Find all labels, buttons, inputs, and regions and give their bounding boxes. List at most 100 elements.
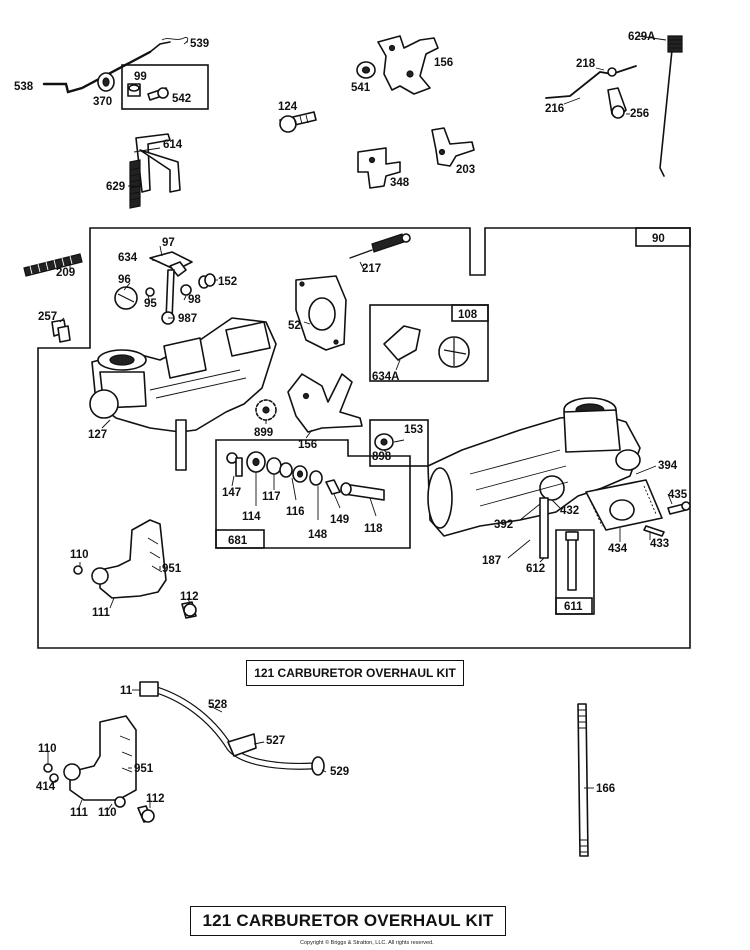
label-114: 114: [242, 511, 261, 523]
label-629A: 629A: [628, 31, 656, 43]
gear-899: [255, 399, 277, 421]
pin-433: [643, 525, 665, 537]
label-147: 147: [222, 487, 241, 499]
label-433: 433: [650, 538, 669, 550]
label-99: 99: [134, 71, 147, 83]
screw-112-bottom: [137, 805, 155, 823]
label-634: 634: [118, 252, 138, 264]
label-127: 127: [88, 429, 107, 441]
label-124: 124: [278, 101, 298, 113]
carburetor-overhaul-kit-label-large: 121 CARBURETOR OVERHAUL KIT: [190, 906, 506, 936]
stud-166: [577, 703, 589, 857]
label-629: 629: [106, 181, 125, 193]
label-11: 11: [120, 685, 133, 697]
governor-lever-156-top: [377, 35, 439, 95]
screw-124: [279, 111, 317, 133]
fuel-line-528: [139, 681, 325, 776]
label-370: 370: [93, 96, 112, 108]
box-681: [215, 439, 411, 549]
label-117: 117: [262, 491, 281, 503]
label-414: 414: [36, 781, 56, 793]
label-95: 95: [144, 298, 157, 310]
box-108: [369, 304, 489, 382]
bracket-951-top: [73, 519, 167, 599]
label-611: 611: [564, 601, 583, 613]
bracket-614-spring-629: [129, 133, 181, 209]
label-899: 899: [254, 427, 273, 439]
label-634A: 634A: [372, 371, 400, 383]
label-112-bottom: 112: [146, 793, 165, 805]
label-52: 52: [288, 320, 301, 332]
label-612: 612: [526, 563, 545, 575]
label-98: 98: [188, 294, 201, 306]
label-394: 394: [658, 460, 678, 472]
washer-370: [97, 72, 115, 92]
label-681: 681: [228, 535, 248, 547]
label-156-mid: 156: [298, 439, 317, 451]
label-538: 538: [14, 81, 34, 93]
label-118: 118: [364, 523, 383, 535]
screw-112-top: [181, 601, 197, 619]
label-216: 216: [545, 103, 564, 115]
label-542: 542: [172, 93, 191, 105]
label-110-bottom: 110: [38, 743, 57, 755]
label-187: 187: [482, 555, 501, 567]
label-951-bottom: 951: [134, 763, 154, 775]
label-392: 392: [494, 519, 513, 531]
label-434: 434: [608, 543, 628, 555]
nut-541: [356, 61, 376, 79]
label-541: 541: [351, 82, 371, 94]
label-539: 539: [190, 38, 209, 50]
label-257: 257: [38, 311, 57, 323]
box-90: [635, 227, 691, 247]
label-987: 987: [178, 313, 197, 325]
label-898: 898: [372, 451, 392, 463]
label-152: 152: [218, 276, 237, 288]
box-99: [121, 64, 209, 110]
label-217: 217: [362, 263, 381, 275]
screw-257: [51, 319, 71, 343]
carburetor-body-127: [89, 317, 277, 471]
label-149: 149: [330, 514, 349, 526]
label-116: 116: [286, 506, 305, 518]
label-166: 166: [596, 783, 615, 795]
spring-rod-629A: [659, 35, 683, 177]
copyright-notice: Copyright © Briggs & Stratton, LLC. All …: [300, 940, 434, 946]
carburetor-overhaul-kit-label-small: 121 CARBURETOR OVERHAUL KIT: [246, 660, 464, 686]
label-110-bottom-right: 110: [98, 807, 117, 819]
label-614: 614: [163, 139, 183, 151]
label-112-top: 112: [180, 591, 199, 603]
label-529: 529: [330, 766, 349, 778]
plate-434: [585, 479, 663, 531]
label-209: 209: [56, 267, 75, 279]
label-218: 218: [576, 58, 596, 70]
carburetor-assembly-right: [427, 397, 641, 559]
label-90: 90: [652, 233, 665, 245]
label-435: 435: [668, 489, 688, 501]
label-97: 97: [162, 237, 175, 249]
label-111-bottom: 111: [70, 807, 89, 819]
label-156-top: 156: [434, 57, 453, 69]
label-153: 153: [404, 424, 423, 436]
spring-217: [349, 233, 411, 259]
box-611: [555, 529, 595, 615]
gasket-52: [295, 275, 347, 351]
label-108: 108: [458, 309, 478, 321]
label-111-top: 111: [92, 607, 111, 619]
governor-lever-156-mid: [287, 373, 363, 433]
label-148: 148: [308, 529, 328, 541]
label-432: 432: [560, 505, 579, 517]
spring-209: [23, 253, 83, 277]
label-110-top: 110: [70, 549, 89, 561]
label-348: 348: [390, 177, 410, 189]
leader-lines: [47, 35, 673, 811]
box-153: [369, 419, 429, 467]
choke-shaft-assembly: [114, 251, 216, 325]
label-256: 256: [630, 108, 649, 120]
plate-348: [357, 147, 401, 189]
label-951-top: 951: [162, 563, 182, 575]
label-528: 528: [208, 699, 228, 711]
label-203: 203: [456, 164, 475, 176]
bracket-951-bottom: [43, 715, 137, 808]
